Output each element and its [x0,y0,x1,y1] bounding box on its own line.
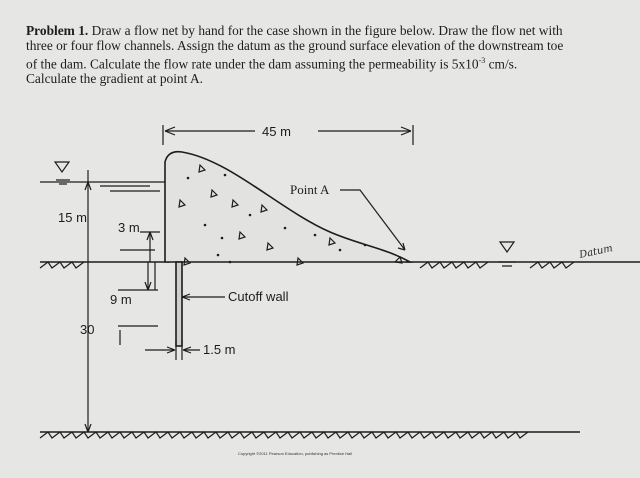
ground-hatch [39,261,85,269]
water-level-icon [53,161,71,174]
copyright-text: Copyright ©2011 Pearson Education, publi… [238,451,352,456]
dam-body [164,150,414,263]
cutoff-depth-label: 9 m [110,292,132,307]
freeboard-label: 3 m [118,220,140,235]
problem-text: Draw a flow net by hand for the case sho… [26,23,564,72]
soil-depth-label: 30 [80,322,94,337]
handwritten-datum-note: Datum [577,243,613,261]
cutoff-width-label: 1.5 m [203,342,236,357]
downstream-water-icon [498,241,516,254]
exponent: -3 [478,55,486,65]
dam-length-label: 45 m [262,124,291,139]
base-hatch [39,431,529,439]
cutoff-wall [175,261,183,347]
problem-heading: Problem 1. [26,23,89,38]
problem-text-end: cm/s. Calculate the gradient at point A. [26,56,518,86]
problem-statement: Problem 1. Draw a flow net by hand for t… [26,23,566,87]
cutoff-wall-label: Cutoff wall [228,289,289,304]
point-a-label: Point A [290,182,330,197]
upstream-head-label: 15 m [58,210,87,225]
